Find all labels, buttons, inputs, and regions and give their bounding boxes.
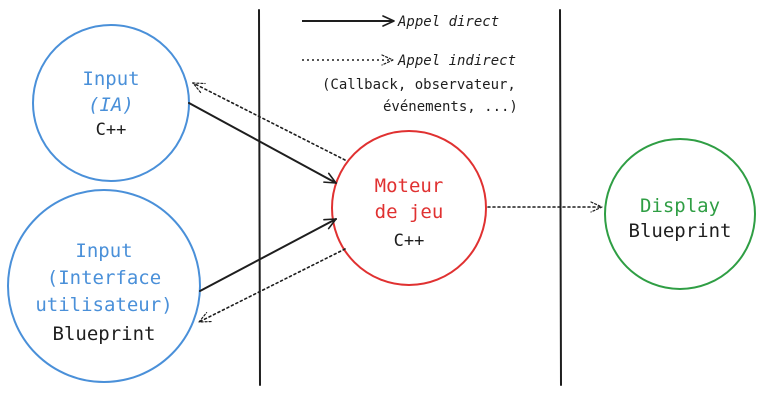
node-input-ui-tech: Blueprint	[53, 323, 156, 345]
separator-line-right	[559, 9, 562, 386]
node-input-ai-tech: C++	[96, 120, 127, 140]
node-input-ui-subtitle-2: utilisateur)	[35, 294, 172, 316]
node-engine-title-2: de jeu	[375, 201, 444, 223]
node-engine-tech: C++	[394, 231, 425, 251]
arrow-input-ai-to-engine	[188, 102, 337, 184]
node-input-ai-title: Input	[82, 68, 139, 90]
node-engine-title-1: Moteur	[375, 175, 444, 197]
node-display-circle	[604, 138, 756, 290]
node-input-ai-subtitle: (IA)	[88, 94, 134, 116]
node-input-ui-title: Input	[75, 240, 132, 262]
separator-line-left	[258, 9, 261, 386]
arrow-engine-to-input-ui	[198, 248, 346, 323]
legend-indirect-note-line2: événements, ...)	[383, 99, 518, 115]
legend-direct-label: Appel direct	[397, 14, 499, 30]
node-engine-circle	[331, 130, 487, 286]
legend-indirect-note-line1: (Callback, observateur,	[322, 77, 516, 93]
node-display-tech: Blueprint	[629, 220, 732, 242]
arrow-input-ui-to-engine	[199, 218, 337, 292]
arrow-engine-to-input-ai	[192, 82, 346, 161]
node-input-ui-circle	[7, 189, 201, 383]
legend-indirect-label: Appel indirect	[397, 53, 516, 69]
node-display-title: Display	[640, 195, 720, 217]
node-input-ui-subtitle-1: (Interface	[47, 267, 161, 289]
